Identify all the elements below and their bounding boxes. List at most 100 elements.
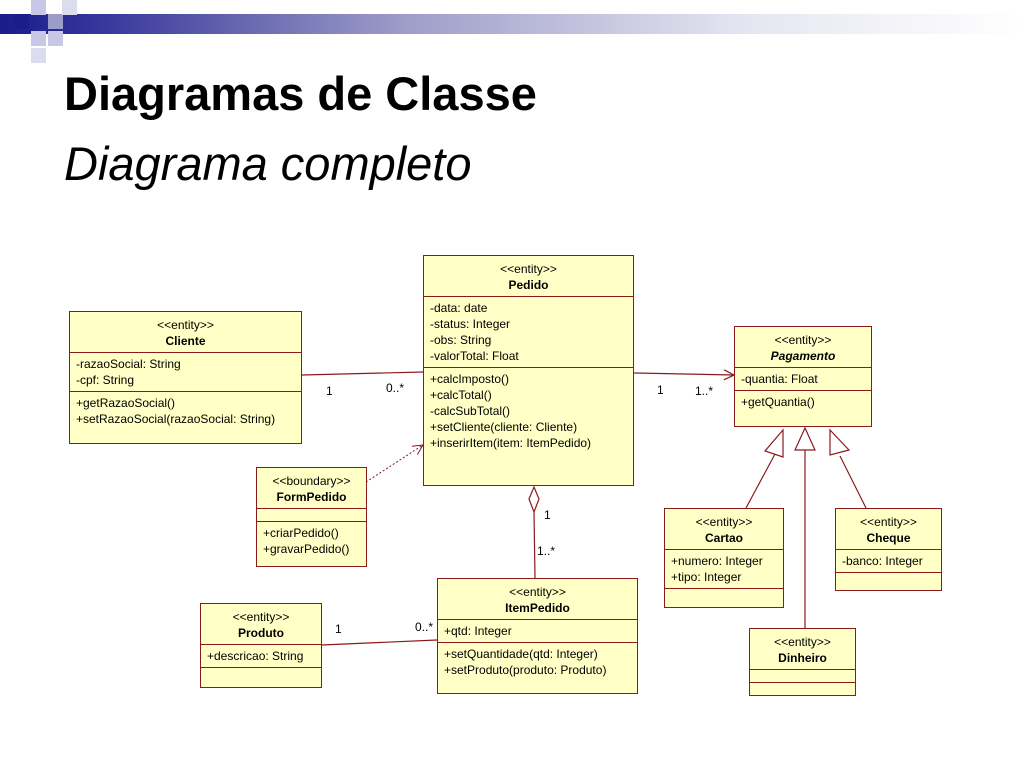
class-attributes: +descricao: String xyxy=(201,645,321,668)
class-name: Pagamento xyxy=(770,349,836,363)
class-name: Dinheiro xyxy=(778,651,827,665)
class-operations xyxy=(201,668,321,680)
class-pagamento: <<entity>> Pagamento -quantia: Float +getQu… xyxy=(734,326,872,427)
class-cheque: <<entity>> Cheque -banco: Integer xyxy=(835,508,942,591)
class-header: <<entity>>Cliente xyxy=(70,312,301,353)
multiplicity-label: 1 xyxy=(326,384,333,398)
class-attribute: +numero: Integer xyxy=(671,554,763,568)
class-operation: +setQuantidade(qtd: Integer) xyxy=(444,647,598,661)
class-name: Produto xyxy=(238,626,284,640)
multiplicity-label: 0..* xyxy=(415,620,434,634)
class-produto: <<entity>> Produto +descricao: String xyxy=(200,603,322,688)
class-attribute: +tipo: Integer xyxy=(671,570,742,584)
page-title: Diagramas de Classe xyxy=(64,67,537,120)
page-subtitle: Diagrama completo xyxy=(64,137,472,190)
class-formpedido: <<boundary>> FormPedido +criarPedido() +gra… xyxy=(256,467,367,567)
class-name: Cartao xyxy=(704,531,743,545)
decor-square xyxy=(31,48,46,63)
class-operation: +getRazaoSocial() xyxy=(76,396,176,410)
class-header: <<entity>> Pedido xyxy=(424,256,633,297)
class-attribute: -obs: String xyxy=(430,333,492,347)
decor-square xyxy=(31,0,46,15)
class-operation: +inserirItem(item: ItemPedido) xyxy=(430,436,592,450)
class-operations: +criarPedido() +gravarPedido() xyxy=(257,522,366,560)
class-attributes: +qtd: Integer xyxy=(438,620,637,643)
class-pedido: <<entity>> Pedido -data: date -status: Inte… xyxy=(423,255,634,486)
class-stereotype: <<entity>> xyxy=(232,610,290,624)
class-operation: -calcSubTotal() xyxy=(430,404,511,418)
class-name: Cheque xyxy=(866,531,911,545)
class-operation: +setCliente(cliente: Cliente) xyxy=(430,420,578,434)
class-name: ItemPedido xyxy=(505,601,570,615)
class-header: <<entity>> Pagamento xyxy=(735,327,871,368)
class-itempedido: <<entity>> ItemPedido +qtd: Integer +setQua… xyxy=(437,578,638,694)
aggregation-diamond xyxy=(528,485,540,514)
class-attributes: +numero: Integer +tipo: Integer xyxy=(665,550,783,589)
class-operations xyxy=(836,573,941,585)
class-operations: +setQuantidade(qtd: Integer)+setProduto(… xyxy=(438,643,637,681)
class-operations xyxy=(750,683,855,695)
multiplicity-label: 1..* xyxy=(537,544,556,558)
class-attribute: -quantia: Float xyxy=(741,372,818,386)
class-operation: +getQuantia() xyxy=(741,395,815,409)
class-cartao: <<entity>> Cartao +numero: Integer +tipo: I… xyxy=(664,508,784,608)
class-operation: +gravarPedido() xyxy=(263,542,350,556)
class-header: <<entity>> ItemPedido xyxy=(438,579,637,620)
decor-square xyxy=(48,31,63,46)
class-cliente: <<entity>>Cliente-razaoSocial: String-cp… xyxy=(69,311,302,444)
class-operations xyxy=(665,589,783,601)
multiplicity-label: 0..* xyxy=(386,381,405,395)
multiplicity-label: 1..* xyxy=(695,384,714,398)
generalization-triangle-cheque xyxy=(829,428,851,456)
dependency-formpedido-pedido xyxy=(365,445,423,483)
class-attribute: +descricao: String xyxy=(207,649,304,663)
decor-square xyxy=(31,31,46,46)
decor-square xyxy=(62,0,77,15)
class-operation: +setRazaoSocial(razaoSocial: String) xyxy=(76,412,276,426)
class-attributes: -quantia: Float xyxy=(735,368,871,391)
decor-square xyxy=(48,14,63,29)
class-attributes xyxy=(750,670,855,683)
class-attribute: -banco: Integer xyxy=(842,554,923,568)
class-name: Pedido xyxy=(508,278,549,292)
class-operation: +calcTotal() xyxy=(430,388,492,402)
class-header: <<entity>> Cheque xyxy=(836,509,941,550)
class-stereotype: <<entity>> xyxy=(695,515,753,529)
class-stereotype: <<entity>> xyxy=(774,333,832,347)
multiplicity-label: 1 xyxy=(544,508,551,522)
decor-square xyxy=(14,14,29,29)
class-header: <<entity>> Produto xyxy=(201,604,321,645)
class-attributes: -banco: Integer xyxy=(836,550,941,573)
class-operation: +calcImposto() xyxy=(430,372,510,386)
class-operation: +criarPedido() xyxy=(263,526,339,540)
class-stereotype: <<entity>> xyxy=(774,635,831,649)
aggregation-pedido-itempedido xyxy=(533,511,536,579)
class-attribute: -data: date xyxy=(430,301,488,315)
header-gradient-bar xyxy=(0,14,1024,34)
class-attributes xyxy=(257,509,366,522)
generalization-cartao xyxy=(745,453,776,509)
multiplicity-label: 1 xyxy=(657,383,664,397)
generalization-triangle-cartao xyxy=(763,428,784,458)
class-attribute: +qtd: Integer xyxy=(444,624,512,638)
generalization-cheque xyxy=(839,455,867,509)
multiplicity-label: 1 xyxy=(335,622,342,636)
class-operations: +getQuantia() xyxy=(735,391,871,413)
class-stereotype: <<entity>> xyxy=(157,318,214,332)
class-name: FormPedido xyxy=(276,490,347,504)
association-produto-itempedido xyxy=(321,639,438,646)
class-stereotype: <<entity>> xyxy=(860,515,917,529)
class-attributes: -razaoSocial: String-cpf: String xyxy=(70,353,301,392)
class-attribute: -cpf: String xyxy=(76,373,135,387)
class-operations: +calcImposto() +calcTotal() -calcSubTotal(… xyxy=(424,368,633,454)
class-attribute: -status: Integer xyxy=(430,317,511,331)
class-attributes: -data: date -status: Integer -obs: String -… xyxy=(424,297,633,368)
class-operations: +getRazaoSocial() +setRazaoSocial(razaoSo… xyxy=(70,392,301,430)
class-stereotype: <<entity>> xyxy=(509,585,566,599)
class-stereotype: <<entity>> xyxy=(500,262,557,276)
class-stereotype: <<boundary>> xyxy=(272,474,351,488)
class-header: <<entity>> Dinheiro xyxy=(750,629,855,670)
association-pedido-pagamento xyxy=(633,373,734,375)
class-attribute: -valorTotal: Float xyxy=(430,349,519,363)
